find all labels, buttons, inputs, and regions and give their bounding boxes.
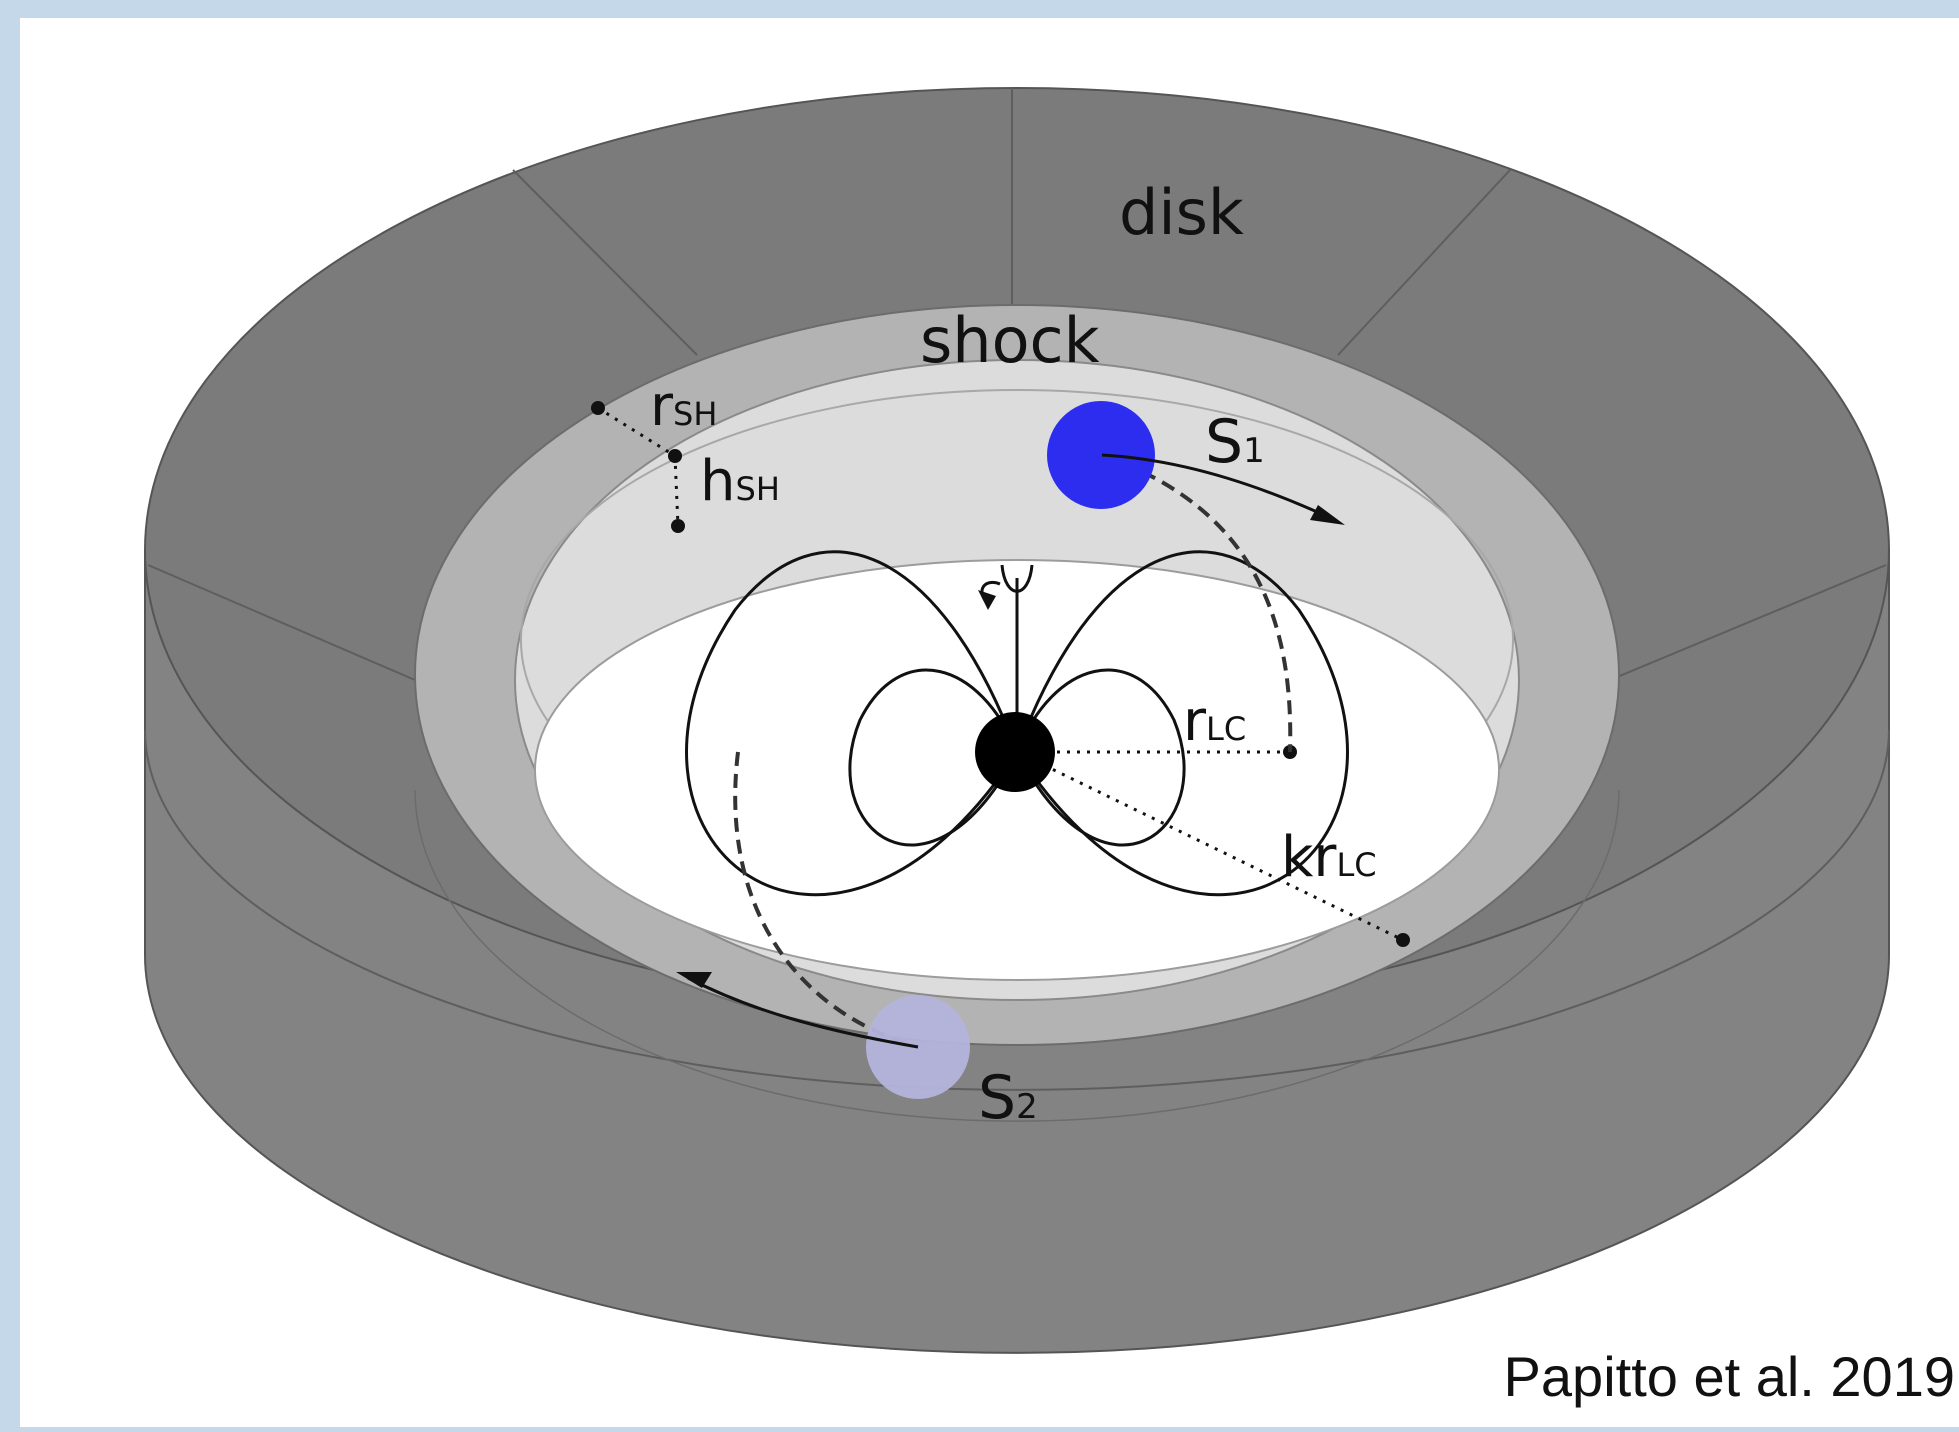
outer-field-line-left: [685, 550, 1019, 897]
disk-label: disk: [1119, 176, 1244, 249]
s2-motion-arrowhead: [676, 972, 712, 988]
source-credit: Papitto et al. 2019: [1503, 1345, 1955, 1408]
h-sh-point-top: [668, 449, 682, 463]
kr-lc-label: krLC: [1281, 825, 1377, 890]
shock-label: shock: [920, 304, 1100, 377]
r-sh-point: [591, 401, 605, 415]
s1-motion-arrow: [1101, 453, 1336, 522]
axis-fork: [1000, 564, 1034, 593]
s1-spot: [1047, 401, 1155, 509]
r-lc-label: rLC: [1183, 689, 1246, 754]
s2-trajectory: [733, 751, 919, 1049]
r-sh-label: rSH: [650, 374, 717, 439]
radius-lines: [597, 406, 1404, 942]
h-sh-line: [673, 455, 680, 527]
kr-lc-line: [1016, 750, 1404, 942]
lower-rim-line: [414, 789, 1620, 1122]
outer-field-line-right: [1015, 550, 1349, 897]
s2-label: S2: [978, 1063, 1038, 1133]
disk-wall-band: [144, 729, 1890, 1091]
neutron-star: [975, 712, 1055, 792]
h-sh-label: hSH: [700, 449, 780, 514]
s1-label: S1: [1205, 407, 1265, 477]
h-sh-point-bottom: [671, 519, 685, 533]
disk-segment-lines: [147, 88, 1887, 681]
inner-field-line-right: [1015, 668, 1186, 847]
s2-motion-arrow: [687, 976, 919, 1049]
s1-motion-arrowhead: [1310, 505, 1345, 525]
inner-field-line-left: [848, 668, 1019, 847]
kr-lc-point: [1396, 933, 1410, 947]
rotation-arrow-head: [978, 590, 996, 610]
